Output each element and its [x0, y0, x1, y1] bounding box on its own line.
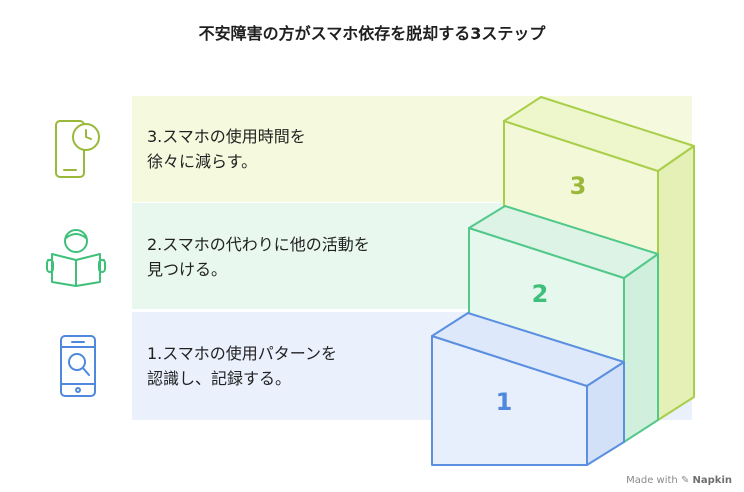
phone-search-icon — [60, 335, 96, 397]
diagram-title: 不安障害の方がスマホ依存を脱却する3ステップ — [198, 24, 546, 43]
step-1-number: 1 — [496, 388, 513, 416]
footer-prefix: Made with — [626, 475, 678, 486]
footer-brand: Napkin — [692, 475, 732, 486]
step-1-text: 1.スマホの使用パターンを 認識し、記録する。 — [147, 341, 417, 391]
step-2-line1: 2.スマホの代わりに他の活動を — [147, 235, 370, 254]
made-with-napkin[interactable]: Made with ✎ Napkin — [626, 475, 732, 486]
step-2-line2: 見つける。 — [147, 260, 228, 279]
step-2-text: 2.スマホの代わりに他の活動を 見つける。 — [147, 232, 417, 282]
step-2-number: 2 — [532, 280, 549, 308]
step-3-line2: 徐々に減らす。 — [147, 152, 258, 171]
step-1-line2: 認識し、記録する。 — [147, 369, 292, 388]
step-1-line1: 1.スマホの使用パターンを — [147, 344, 337, 363]
step-3-number: 3 — [570, 172, 587, 200]
reading-person-icon — [46, 229, 106, 287]
phone-clock-icon — [55, 120, 100, 178]
napkin-logo-icon: ✎ — [680, 475, 690, 486]
step-3-line1: 3.スマホの使用時間を — [147, 127, 306, 146]
step-1-block — [431, 312, 625, 466]
step-3-text: 3.スマホの使用時間を 徐々に減らす。 — [147, 124, 417, 174]
